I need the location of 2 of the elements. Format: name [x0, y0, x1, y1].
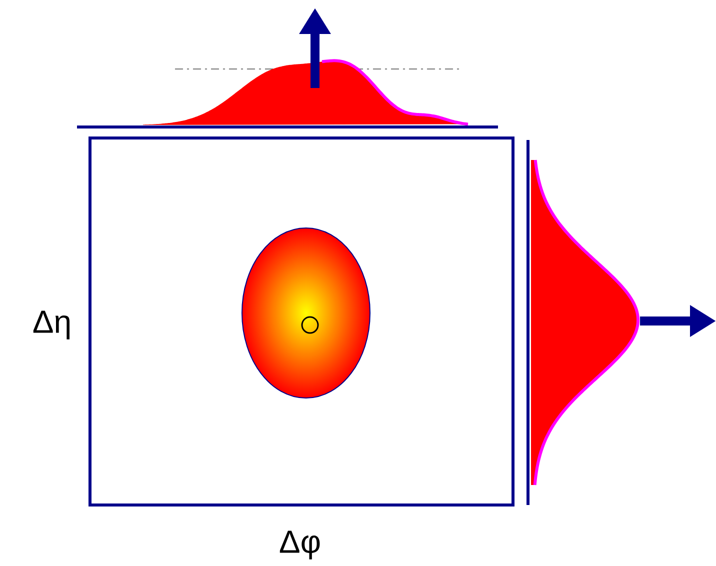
axis-label: Δφ [280, 530, 320, 560]
axis-label: Δη [33, 310, 70, 340]
